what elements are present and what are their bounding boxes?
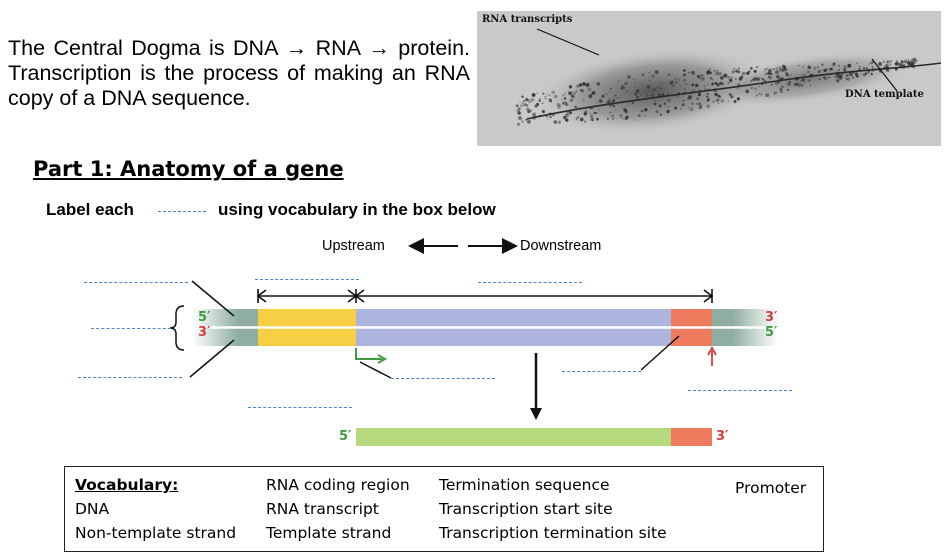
rna-five-prime: 5′ bbox=[339, 429, 352, 444]
vocab-item: DNA bbox=[75, 500, 110, 518]
label-blank-termination-site[interactable] bbox=[688, 390, 792, 391]
rna-three-prime: 3′ bbox=[716, 429, 729, 444]
label-blank-rna-transcript[interactable] bbox=[248, 407, 352, 408]
rna-transcripts-label: RNA transcripts bbox=[482, 14, 573, 25]
part-title: Part 1: Anatomy of a gene bbox=[33, 157, 344, 181]
strand-brace bbox=[169, 305, 185, 351]
leader-line-start bbox=[359, 361, 392, 379]
leader-line-upper-left bbox=[191, 280, 235, 317]
vocabulary-box: Vocabulary: DNA Non-template strand RNA … bbox=[64, 466, 824, 552]
right-top-three-prime: 3′ bbox=[765, 310, 778, 325]
left-bottom-three-prime: 3′ bbox=[198, 325, 211, 340]
label-blank-start-site[interactable] bbox=[391, 378, 495, 379]
label-blank-termination-sequence[interactable] bbox=[562, 371, 641, 372]
vocab-item: Template strand bbox=[266, 524, 392, 542]
vocab-item: RNA transcript bbox=[266, 500, 379, 518]
leader-line-lower-left bbox=[189, 339, 235, 378]
downstream-label: Downstream bbox=[520, 238, 602, 254]
instruction-suffix: using vocabulary in the box below bbox=[218, 200, 496, 219]
upstream-label: Upstream bbox=[322, 238, 385, 254]
vocabulary-heading: Vocabulary: bbox=[75, 476, 179, 494]
right-bottom-five-prime: 5′ bbox=[765, 325, 778, 340]
instruction-prefix: Label each bbox=[46, 200, 134, 219]
label-blank-left-top[interactable] bbox=[84, 282, 188, 283]
vocab-item: Termination sequence bbox=[439, 476, 610, 494]
instruction-blank-sample bbox=[158, 211, 206, 212]
transcription-start-arrow bbox=[355, 348, 382, 360]
label-blank-promoter[interactable] bbox=[255, 279, 359, 280]
rna-transcript-body bbox=[356, 428, 671, 446]
intro-text: The Central Dogma is DNA → RNA → protein… bbox=[8, 36, 470, 110]
label-blank-left-middle[interactable] bbox=[91, 328, 171, 329]
vocab-item: RNA coding region bbox=[266, 476, 410, 494]
vocab-item: Promoter bbox=[735, 479, 807, 497]
transcribed-span-bracket bbox=[354, 289, 714, 303]
vocab-item: Transcription termination site bbox=[439, 524, 667, 542]
promoter-span-bracket bbox=[256, 289, 358, 303]
left-top-five-prime: 5′ bbox=[198, 310, 211, 325]
micrograph-image bbox=[515, 28, 941, 135]
electron-micrograph: RNA transcripts DNA template bbox=[477, 11, 941, 146]
label-blank-left-bottom[interactable] bbox=[78, 377, 182, 378]
rna-transcript-tail bbox=[671, 428, 712, 446]
vocab-item: Transcription start site bbox=[439, 500, 613, 518]
leader-line-termination bbox=[640, 335, 680, 371]
vocab-item: Non-template strand bbox=[75, 524, 237, 542]
dna-template-label: DNA template bbox=[845, 89, 924, 100]
label-blank-coding-region[interactable] bbox=[478, 282, 582, 283]
